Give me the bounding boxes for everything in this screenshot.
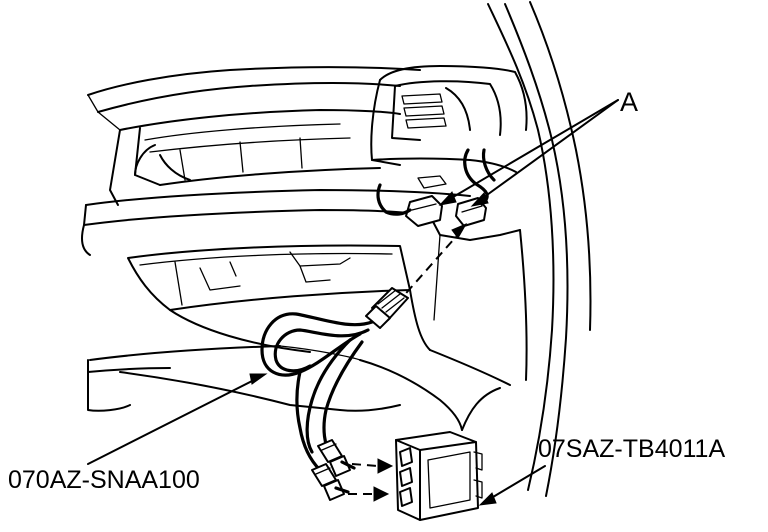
a-pillar (487, 1, 592, 497)
plug-arrows (348, 458, 394, 502)
center-vent-housing (370, 65, 528, 166)
box-label-leader (478, 465, 546, 506)
label-a-leader (438, 99, 619, 207)
dashboard-top (87, 66, 421, 206)
label-connector-a: A (620, 87, 639, 117)
harness-coil (260, 312, 374, 472)
label-harness-part-number: 070AZ-SNAA100 (8, 466, 200, 494)
routing-dashed-line (399, 222, 468, 301)
harness-end-plugs (311, 439, 356, 501)
harness-plug (365, 287, 409, 329)
glove-box-opening (127, 244, 431, 353)
harness-label-leader (87, 373, 268, 465)
control-box (395, 431, 483, 521)
mid-dashboard-panel (81, 157, 528, 381)
lower-dashboard (87, 345, 511, 431)
label-box-part-number: 07SAZ-TB4011A (538, 435, 726, 463)
